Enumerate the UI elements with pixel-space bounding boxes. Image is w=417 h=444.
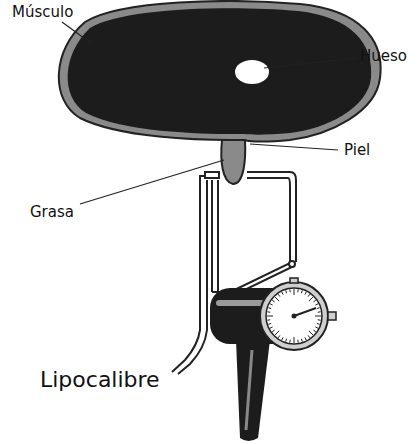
instrument-label: Lipocalibre [40,368,160,392]
caliper-handle [236,340,270,441]
caliper-body-shine [216,300,266,306]
part-label: Hueso [360,48,407,65]
part-label: Piel [344,142,370,159]
skin-outline [59,1,381,141]
leader-lines [62,22,356,204]
part-label: Grasa [30,204,74,221]
dial [260,278,336,350]
part-label: Músculo [12,4,73,21]
skinfold [221,140,245,184]
bone [235,60,269,84]
muscle [68,8,372,134]
